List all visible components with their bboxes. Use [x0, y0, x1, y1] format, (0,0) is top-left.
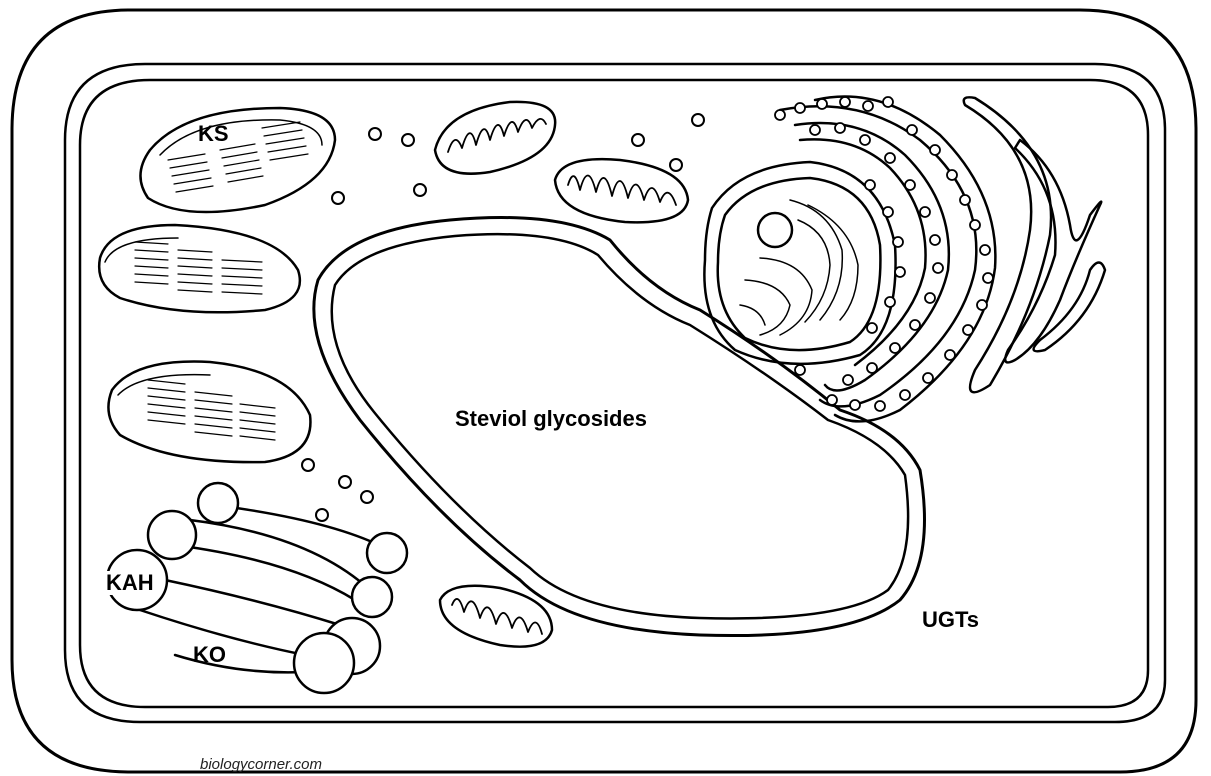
mitochondrion-bottom [440, 586, 552, 647]
mitochondrion-mid [555, 159, 688, 222]
mitochondrion-top [435, 102, 555, 174]
label-ko: KO [193, 644, 226, 666]
label-ks: KS [198, 123, 229, 145]
chloroplast-lower [108, 362, 310, 463]
label-kah: KAH [104, 571, 156, 595]
nucleus [704, 162, 895, 364]
label-vacuole: Steviol glycosides [455, 408, 647, 430]
chloroplast-middle [99, 225, 300, 312]
vesicles [302, 114, 704, 521]
cell-membrane-inner [80, 80, 1148, 707]
chloroplast-top [140, 108, 335, 212]
cell-membrane-outer [65, 64, 1165, 722]
cell-wall [12, 10, 1196, 772]
credit-text: biologycorner.com [200, 757, 322, 772]
label-ugts: UGTs [922, 609, 979, 631]
rough-er [775, 97, 995, 422]
